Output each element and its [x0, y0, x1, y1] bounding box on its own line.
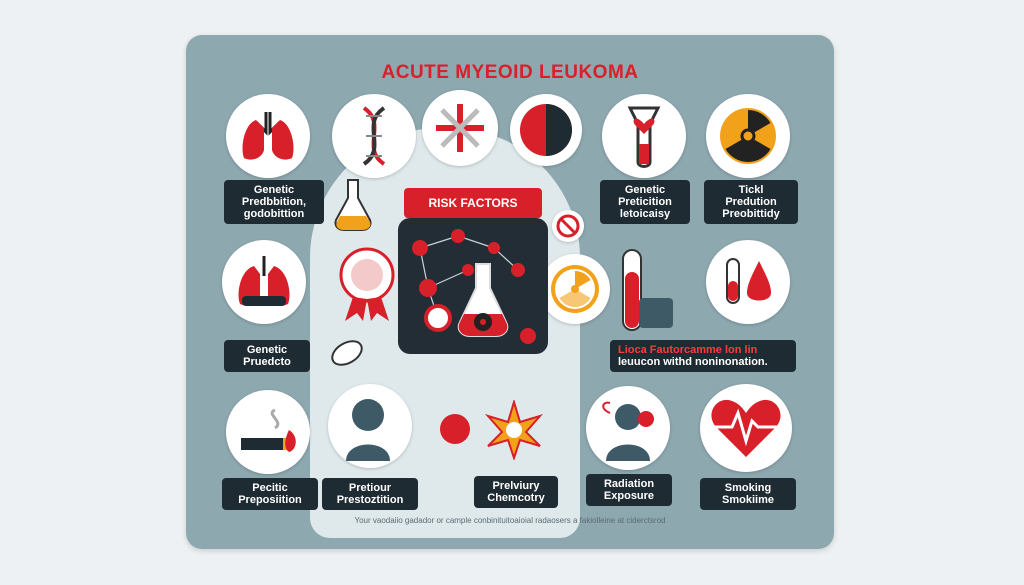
lungs-icon	[226, 94, 310, 178]
prohibit-icon	[552, 210, 584, 242]
person-breathing-icon	[586, 386, 670, 470]
starburst-icon	[422, 90, 498, 166]
flask-icon	[330, 176, 386, 232]
sun-star-icon	[484, 400, 544, 460]
dna-icon	[332, 94, 416, 178]
blood-tube-heart-icon	[602, 94, 686, 178]
half-circle-icon	[510, 94, 582, 166]
blood-drop-tubes-icon	[706, 240, 790, 324]
test-tube-icon	[612, 240, 678, 336]
radiation-icon	[706, 94, 790, 178]
person-silhouette-icon	[328, 384, 412, 468]
radiation-icon-2	[540, 254, 610, 324]
heartbeat-icon	[700, 384, 792, 472]
lens-icon	[328, 334, 366, 372]
footer-caption: Your vaodaiio gadador or cample conbinit…	[354, 516, 666, 525]
cigarette-icon	[226, 390, 310, 474]
center-hero-box	[398, 218, 548, 354]
pendulum-dot-icon	[436, 410, 474, 448]
infographic-title: ACUTE MYEOID LEUKOMA	[381, 62, 639, 83]
lungs-icon-2	[222, 240, 306, 324]
ribbon-badge-icon	[332, 247, 402, 321]
risk-factors-banner: RISK FACTORS	[404, 188, 542, 218]
